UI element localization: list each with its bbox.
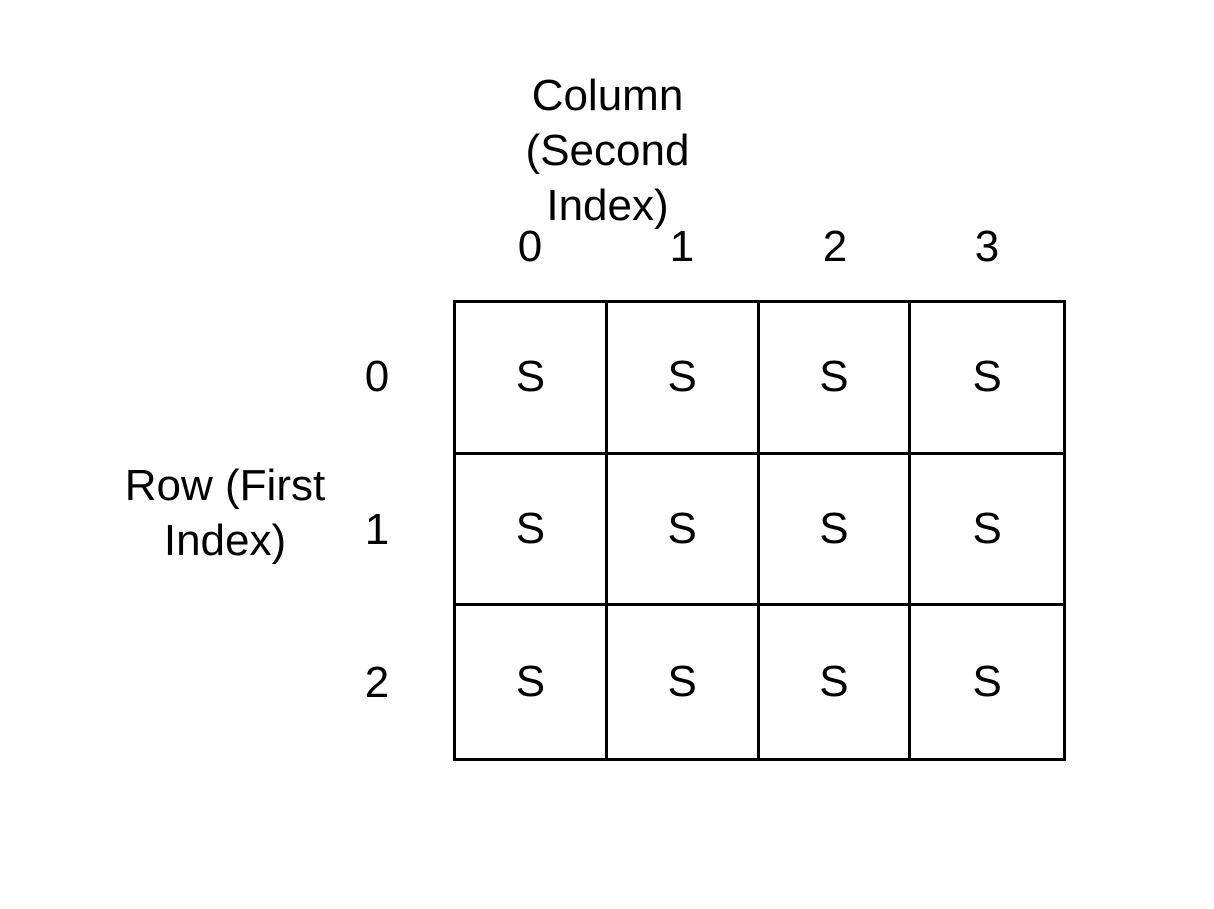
grid-cell: S (607, 454, 760, 607)
row-index-0: 0 (364, 352, 390, 401)
row-axis-title: Row (First Index) (124, 461, 326, 565)
grid-cell: S (972, 657, 1002, 707)
column-index-3: 3 (974, 222, 1000, 271)
array-grid: S S S S S S S S S S S S (453, 300, 1066, 761)
column-index-2: 2 (822, 222, 848, 271)
grid-cell: S (608, 606, 760, 758)
grid-cell: S (759, 454, 912, 607)
grid-cell: S (760, 606, 912, 758)
grid-cell: S (911, 455, 1063, 607)
row-index-1: 1 (364, 505, 390, 554)
grid-cell: S (607, 303, 760, 455)
column-index-0: 0 (517, 222, 543, 271)
grid-cell: S (911, 303, 1063, 455)
grid-cell: S (456, 454, 608, 607)
grid-cell: S (456, 303, 608, 455)
grid-cell: S (759, 303, 912, 455)
grid-cell: S (456, 606, 608, 758)
row-index-2: 2 (364, 658, 390, 707)
column-index-1: 1 (669, 222, 695, 271)
column-axis-title: Column (Second Index) (525, 71, 690, 230)
